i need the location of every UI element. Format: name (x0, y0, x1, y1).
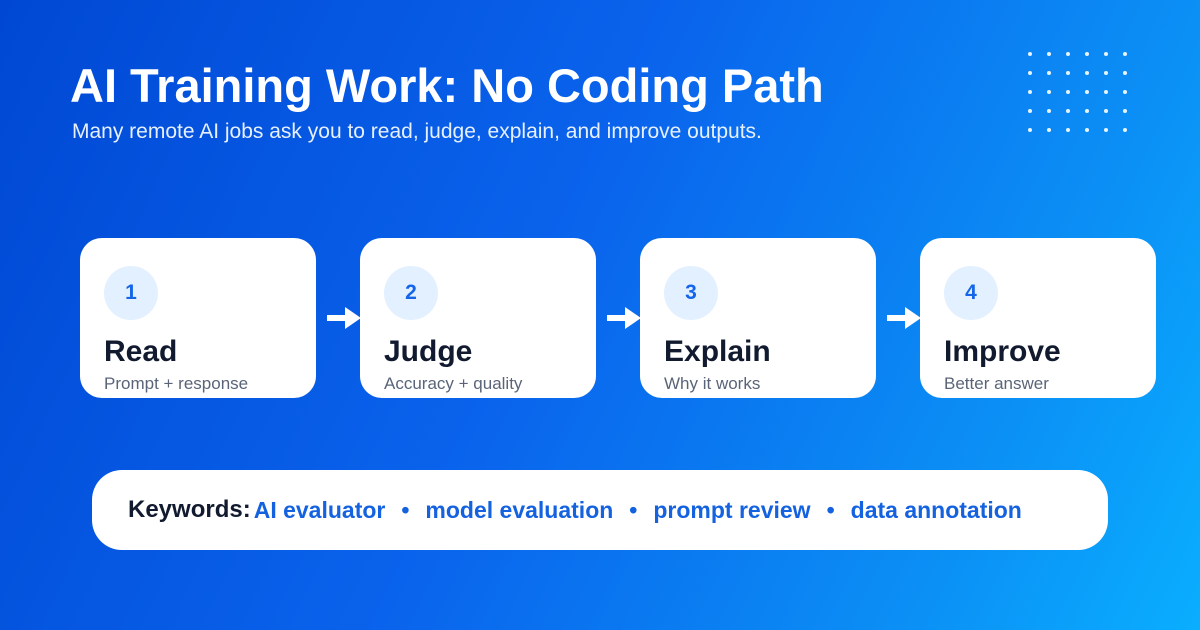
dot (1047, 52, 1051, 56)
dot (1085, 90, 1089, 94)
arrow-right-icon (327, 307, 361, 329)
dot (1066, 109, 1070, 113)
page-title: AI Training Work: No Coding Path (70, 59, 824, 112)
page-subtitle: Many remote AI jobs ask you to read, jud… (72, 120, 762, 143)
step-label: Explain (664, 335, 771, 368)
keyword-separator: • (629, 496, 638, 523)
dot (1028, 109, 1032, 113)
dot (1066, 90, 1070, 94)
dot (1104, 128, 1108, 132)
step-number-badge: 1 (104, 266, 158, 320)
step-description: Accuracy + quality (384, 374, 523, 393)
arrow-right-icon (887, 307, 921, 329)
step-card-read: 1 Read Prompt + response (80, 238, 316, 398)
keyword-item: data annotation (850, 496, 1022, 523)
keyword-item: prompt review (653, 496, 811, 523)
dot (1085, 52, 1089, 56)
dot (1123, 90, 1127, 94)
dot (1047, 71, 1051, 75)
step-label: Improve (944, 335, 1061, 368)
dot (1104, 52, 1108, 56)
dot (1028, 71, 1032, 75)
keyword-separator: • (401, 496, 410, 523)
dot (1123, 71, 1127, 75)
keywords-label: Keywords: (128, 496, 251, 523)
step-card-explain: 3 Explain Why it works (640, 238, 876, 398)
step-number-badge: 2 (384, 266, 438, 320)
dot (1047, 90, 1051, 94)
dot (1123, 109, 1127, 113)
step-label: Judge (384, 335, 473, 368)
keyword-separator: • (826, 496, 835, 523)
step-description: Prompt + response (104, 374, 249, 393)
arrow-right-icon (607, 307, 641, 329)
dot (1104, 90, 1108, 94)
dot (1028, 128, 1032, 132)
step-card-improve: 4 Improve Better answer (920, 238, 1156, 398)
keywords-panel: Keywords: AI evaluator • model evaluatio… (92, 470, 1108, 550)
step-description: Better answer (944, 374, 1049, 393)
dot (1028, 52, 1032, 56)
dot (1047, 128, 1051, 132)
dot (1066, 71, 1070, 75)
dot (1085, 109, 1089, 113)
dot (1085, 128, 1089, 132)
dot (1123, 52, 1127, 56)
keyword-item: model evaluation (425, 496, 614, 523)
step-number-badge: 4 (944, 266, 998, 320)
dot (1104, 109, 1108, 113)
keyword-item: AI evaluator (253, 496, 386, 523)
dot (1085, 71, 1089, 75)
dot (1104, 71, 1108, 75)
dot (1066, 128, 1070, 132)
step-description: Why it works (664, 374, 761, 393)
step-label: Read (104, 335, 178, 368)
step-number-badge: 3 (664, 266, 718, 320)
dot (1123, 128, 1127, 132)
dot (1047, 109, 1051, 113)
dot (1066, 52, 1070, 56)
step-card-judge: 2 Judge Accuracy + quality (360, 238, 596, 398)
dot (1028, 90, 1032, 94)
dot-grid-icon (1028, 52, 1138, 140)
